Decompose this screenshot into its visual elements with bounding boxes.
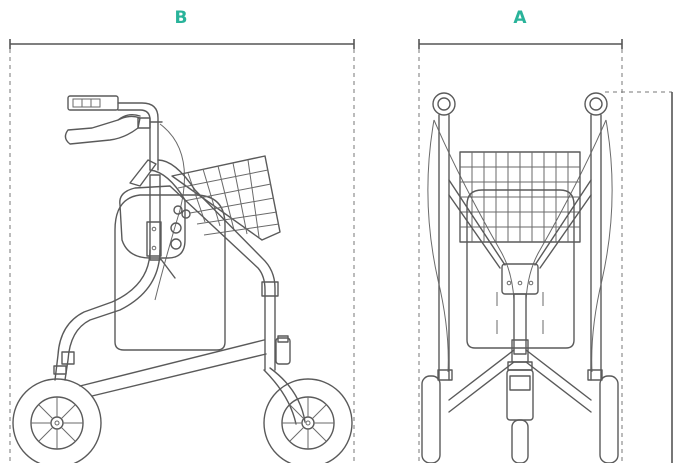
dimension-label-a: A xyxy=(513,8,527,28)
rear-wheel xyxy=(12,378,102,463)
side-view xyxy=(12,95,353,463)
dimension-label-b: B xyxy=(174,8,188,28)
dimension-a-line xyxy=(418,39,623,463)
front-view xyxy=(421,92,619,463)
dimension-height-line xyxy=(605,91,673,463)
front-wheel xyxy=(263,378,353,463)
dimension-b-line xyxy=(9,39,355,463)
